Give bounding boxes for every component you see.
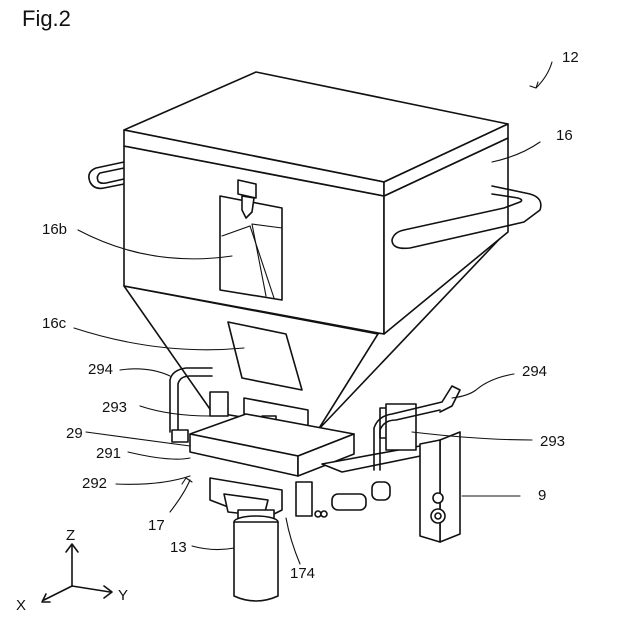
label-292: 292 [82, 475, 107, 492]
label-13: 13 [170, 539, 187, 556]
label-16: 16 [556, 127, 573, 144]
left-handle [89, 162, 124, 188]
hopper-body [124, 72, 508, 334]
label-17: 17 [148, 517, 165, 534]
label-12: 12 [562, 49, 579, 66]
label-9: 9 [538, 487, 546, 504]
container-13 [234, 516, 278, 601]
label-291: 291 [96, 445, 121, 462]
label-174: 174 [290, 565, 315, 582]
label-293-left: 293 [102, 399, 127, 416]
label-294-right: 294 [522, 363, 547, 380]
label-293-right: 293 [540, 433, 565, 450]
axis-y-label: Y [118, 587, 128, 604]
axis-x-label: X [16, 597, 26, 614]
right-frame [322, 386, 460, 542]
outlet [296, 482, 390, 517]
axis-arrows [42, 544, 112, 602]
label-29: 29 [66, 425, 83, 442]
label-294-left: 294 [88, 361, 113, 378]
label-16b: 16b [42, 221, 67, 238]
label-16c: 16c [42, 315, 67, 332]
axis-z-label: Z [66, 527, 75, 544]
